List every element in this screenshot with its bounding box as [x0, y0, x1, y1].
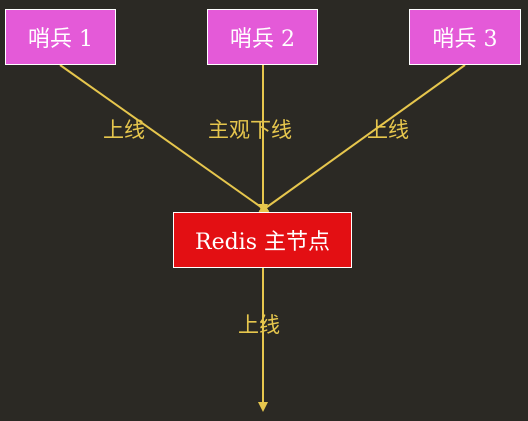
sentinel-3-label: 哨兵 3	[432, 27, 498, 52]
edge-sentinel1-to-master	[59, 64, 270, 214]
edge-label-master-outgoing: 上线	[238, 313, 280, 337]
edge-label-sentinel2: 主观下线	[208, 118, 292, 142]
sentinel-1-label: 哨兵 1	[28, 27, 93, 52]
edge-label-sentinel3: 上线	[367, 118, 409, 142]
redis-master-label: Redis 主节点	[195, 230, 330, 255]
edge-sentinel3-to-master	[258, 64, 466, 214]
sentinel-2-node: 哨兵 2	[207, 9, 318, 65]
sentinel-2-label: 哨兵 2	[230, 27, 295, 52]
sentinel-3-node: 哨兵 3	[409, 9, 521, 65]
edge-label-sentinel1: 上线	[103, 118, 145, 142]
sentinel-1-node: 哨兵 1	[5, 9, 116, 65]
redis-master-node: Redis 主节点	[173, 212, 352, 268]
